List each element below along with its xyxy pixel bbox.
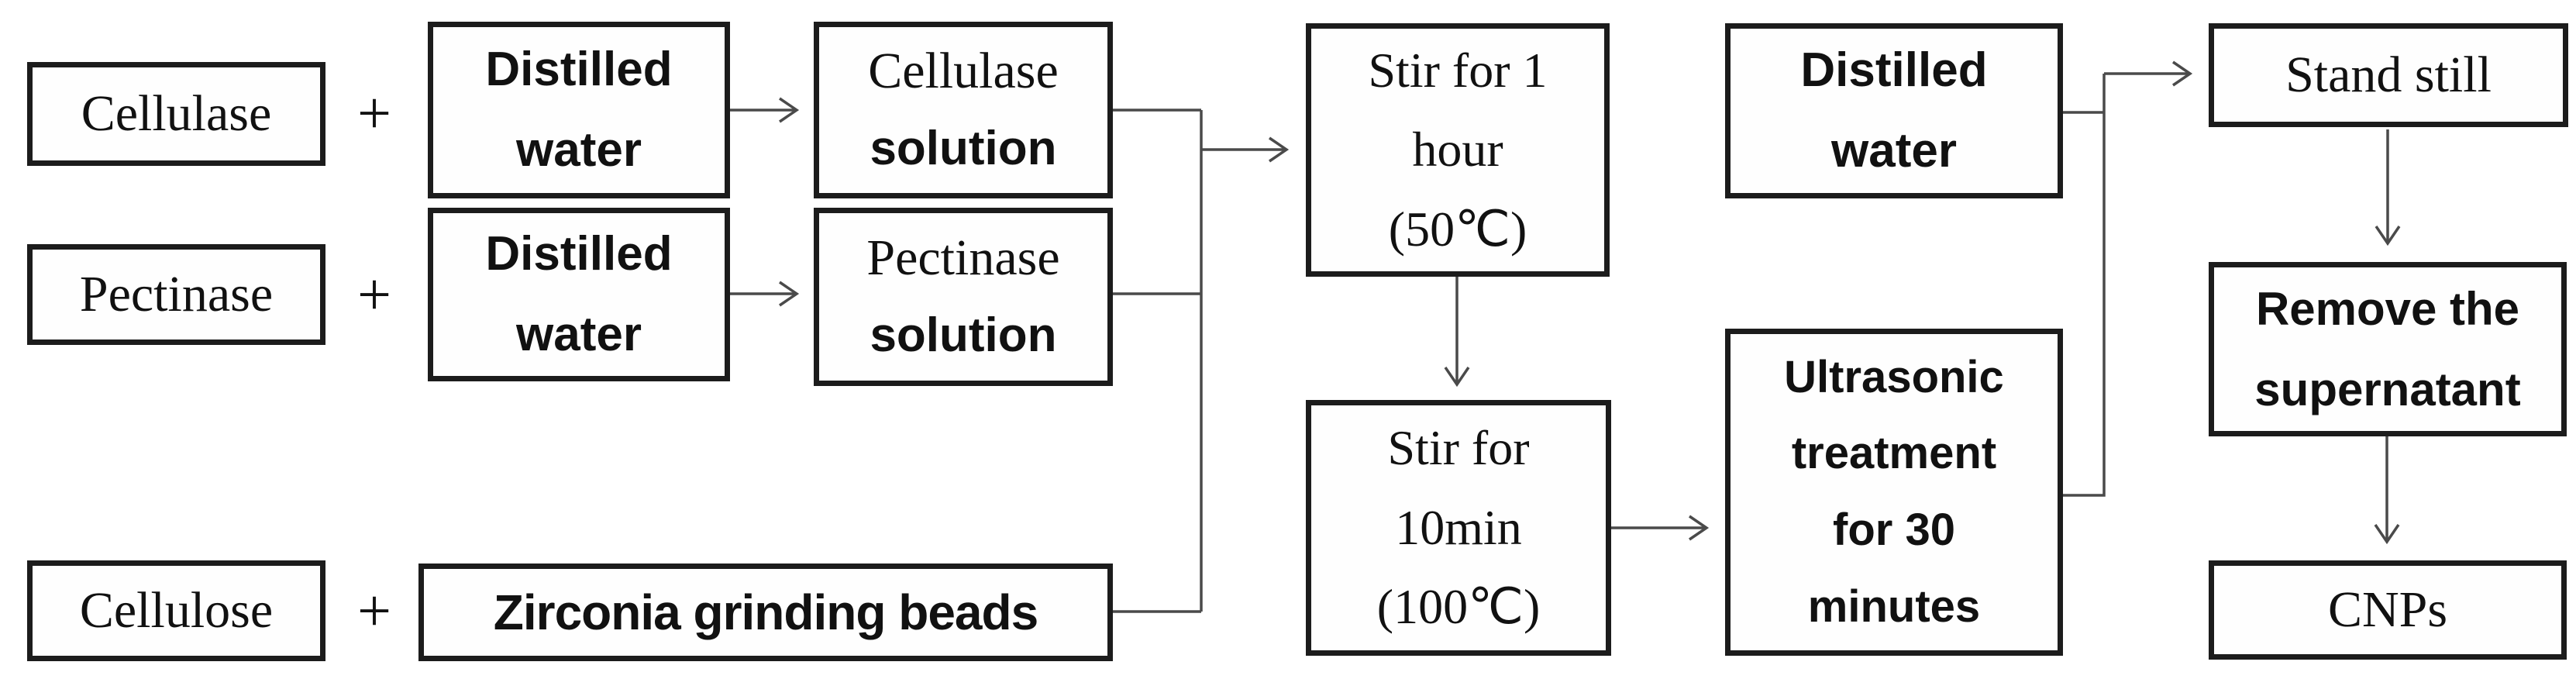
- node-distilled-water-2-label: Distilled water: [485, 226, 673, 361]
- node-cellulase-solution-line2: solution: [870, 122, 1057, 175]
- plus-icon: +: [357, 260, 391, 328]
- plus-icon: +: [357, 79, 391, 146]
- node-ultrasonic-treatment: Ultrasonic treatment for 30 minutes: [1725, 329, 2063, 656]
- node-cellulase-label: Cellulase: [81, 84, 272, 142]
- node-cnps: CNPs: [2209, 560, 2567, 660]
- node-stir-10-min: Stir for 10min (100℃): [1306, 400, 1611, 656]
- node-stand-still: Stand still: [2209, 23, 2568, 127]
- node-cellulose: Cellulose: [27, 560, 325, 661]
- node-zirconia-grinding-beads: Zirconia grinding beads: [418, 564, 1113, 661]
- node-cellulase-solution-line1: Cellulase: [868, 43, 1059, 99]
- node-stir-10-min-label: Stir for 10min (100℃): [1376, 420, 1541, 635]
- node-stir-1-hour-label: Stir for 1 hour (50℃): [1368, 42, 1548, 257]
- node-pectinase-solution: Pectinase solution: [814, 208, 1113, 386]
- node-pectinase-solution-line2: solution: [870, 308, 1057, 362]
- node-remove-supernatant: Remove the supernatant: [2209, 262, 2567, 436]
- connector-ultrasonic-to-right-bus: [2063, 74, 2106, 497]
- node-pectinase: Pectinase: [27, 244, 325, 345]
- node-cellulase-solution: Cellulase solution: [814, 22, 1113, 198]
- plus-icon: +: [357, 577, 391, 644]
- node-zirconia-grinding-beads-label: Zirconia grinding beads: [493, 584, 1038, 640]
- node-remove-supernatant-label: Remove the supernatant: [2254, 283, 2521, 415]
- node-distilled-water-1-label: Distilled water: [485, 42, 673, 177]
- node-stir-1-hour: Stir for 1 hour (50℃): [1306, 23, 1610, 277]
- node-distilled-water-2: Distilled water: [428, 208, 730, 381]
- node-pectinase-solution-line1: Pectinase: [866, 229, 1060, 286]
- node-stand-still-label: Stand still: [2285, 46, 2492, 103]
- node-ultrasonic-treatment-label: Ultrasonic treatment for 30 minutes: [1784, 351, 2004, 632]
- node-distilled-water-3: Distilled water: [1725, 23, 2063, 198]
- node-distilled-water-3-label: Distilled water: [1800, 43, 1988, 178]
- node-cnps-label: CNPs: [2327, 581, 2448, 638]
- node-pectinase-label: Pectinase: [79, 265, 274, 322]
- node-distilled-water-1: Distilled water: [428, 22, 730, 198]
- node-cellulose-label: Cellulose: [79, 581, 274, 639]
- node-cellulase: Cellulase: [27, 62, 325, 166]
